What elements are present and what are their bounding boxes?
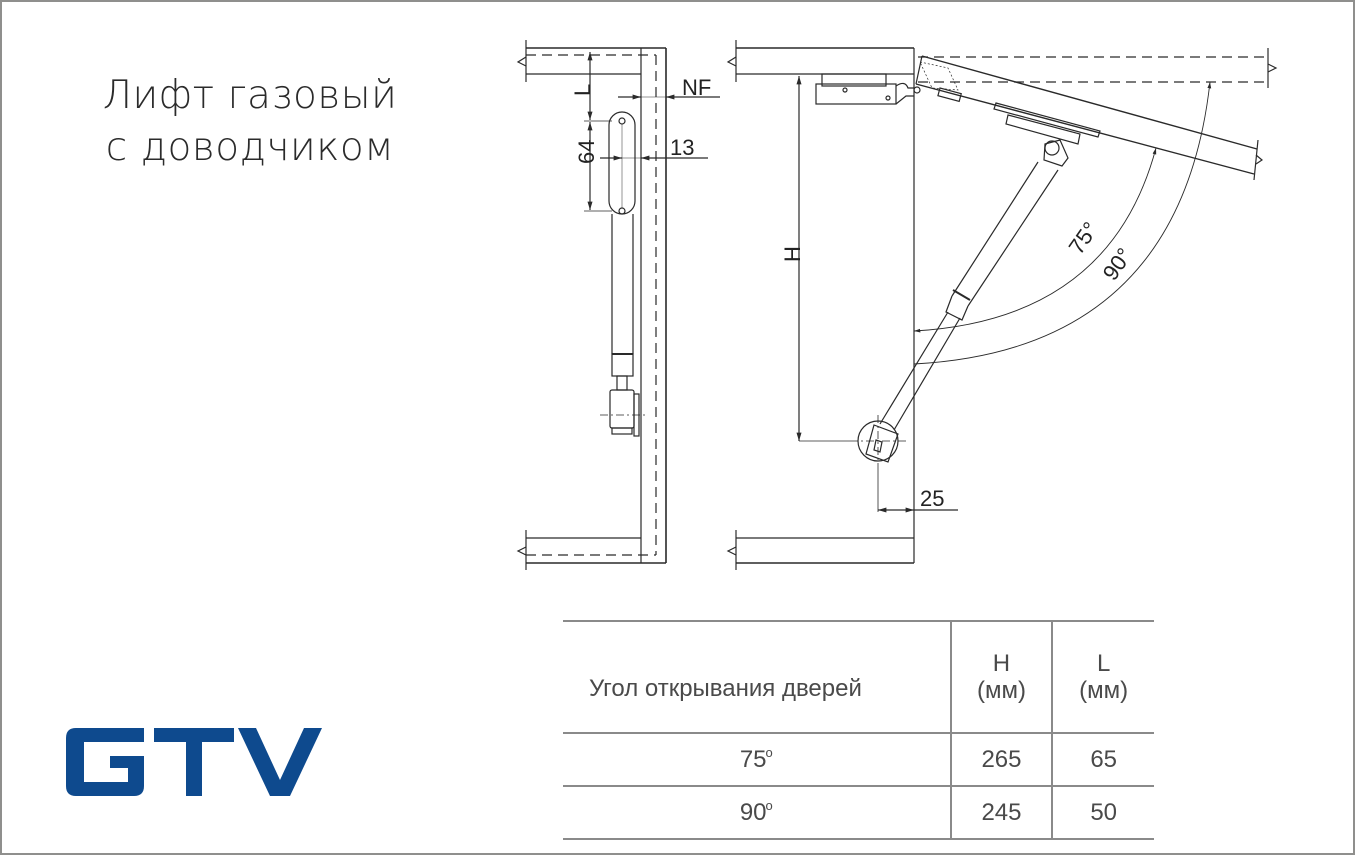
degree-mark: o xyxy=(765,798,773,813)
angle-90-label: 90° xyxy=(1098,243,1138,285)
open-door xyxy=(915,55,1264,181)
dim-H-label: H xyxy=(780,246,805,262)
specs-table: Угол открывания дверей H (мм) L (мм) 75o… xyxy=(563,620,1154,840)
right-view-dimensions xyxy=(796,76,1212,513)
cell-L: 50 xyxy=(1051,786,1154,840)
header-H-name: H xyxy=(992,650,1011,677)
header-L: L (мм) xyxy=(1051,620,1154,734)
right-view-hinge xyxy=(815,73,921,105)
product-title: Лифт газовый с доводчиком xyxy=(70,70,430,174)
table-row: 90o 245 50 xyxy=(563,786,1154,840)
dim-13-label: 13 xyxy=(670,135,694,160)
cell-angle: 90o xyxy=(563,786,951,840)
angle-value: 75 xyxy=(739,746,767,773)
table-header-row: Угол открывания дверей H (мм) L (мм) xyxy=(563,620,1154,734)
dim-64-label: 64 xyxy=(574,140,599,164)
cell-H: 245 xyxy=(949,786,1053,840)
angle-value: 90 xyxy=(739,799,767,826)
right-view-cabinet xyxy=(726,40,915,570)
title-line-1: Лифт газовый xyxy=(102,73,398,118)
degree-mark: o xyxy=(765,745,773,760)
title-line-2: с доводчиком xyxy=(105,125,395,170)
cell-L: 65 xyxy=(1051,733,1154,787)
closed-door-outline xyxy=(918,48,1278,88)
dim-NF-label: NF xyxy=(682,75,711,100)
cell-angle: 75o xyxy=(563,733,951,787)
left-view-dimensions xyxy=(584,52,720,212)
header-L-name: L xyxy=(1096,650,1111,677)
angle-75-label: 75° xyxy=(1064,217,1104,259)
header-H-unit: (мм) xyxy=(976,677,1026,704)
gtv-logo xyxy=(66,728,322,796)
cell-H: 265 xyxy=(949,733,1053,787)
header-angle: Угол открывания дверей xyxy=(563,620,951,734)
left-view-cabinet xyxy=(516,40,667,570)
table-row: 75o 265 65 xyxy=(563,733,1154,787)
technical-drawing: L 64 NF 13 H 25 75° 90° xyxy=(516,40,1278,570)
dim-L-label: L xyxy=(570,84,595,96)
header-H: H (мм) xyxy=(949,620,1053,734)
header-L-unit: (мм) xyxy=(1079,677,1129,704)
dim-25-label: 25 xyxy=(920,486,944,511)
left-view-gas-spring xyxy=(600,111,645,437)
